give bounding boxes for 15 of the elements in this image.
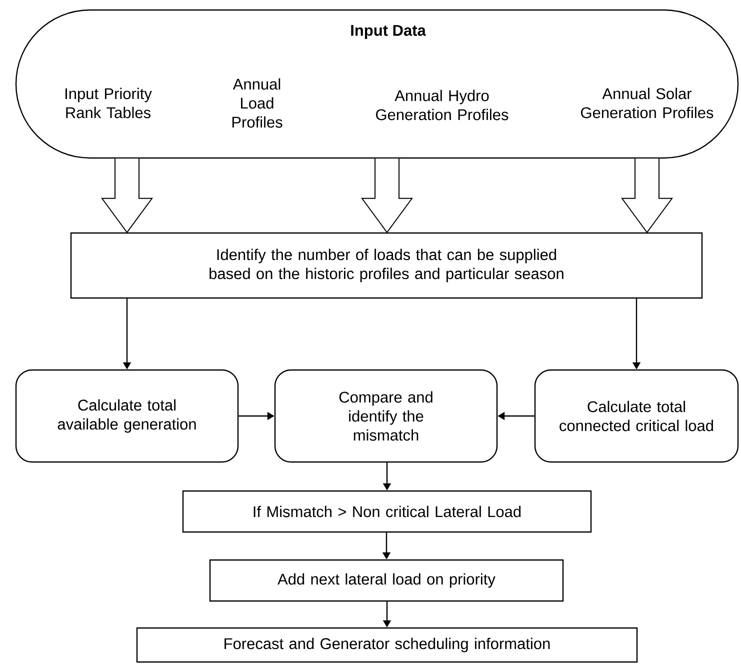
input-item: Input Priority Rank Tables [66, 88, 152, 118]
process-rounded-box: Calculate total connected critical load [534, 369, 739, 463]
input-heading: Input Data [351, 25, 426, 39]
block-arrow [621, 158, 673, 234]
input-item: Annual Load Profiles [232, 78, 282, 128]
process-rounded-box: Compare and identify the mismatch [274, 369, 498, 463]
process-box: Forecast and Generator scheduling information [136, 627, 638, 663]
process-box: Add next lateral load on priority [209, 559, 564, 602]
input-item: Annual Hydro Generation Profiles [376, 90, 508, 120]
block-arrow [101, 158, 153, 234]
process-rounded-box: Calculate total available generation [15, 369, 239, 463]
input-item: Annual Solar Generation Profiles [581, 88, 714, 118]
block-arrow [361, 158, 413, 234]
process-box: Identify the number of loads that can be supplied based on the historic profiles and particular season [70, 232, 703, 299]
process-box: If Mismatch > Non critical Lateral Load [182, 490, 592, 533]
